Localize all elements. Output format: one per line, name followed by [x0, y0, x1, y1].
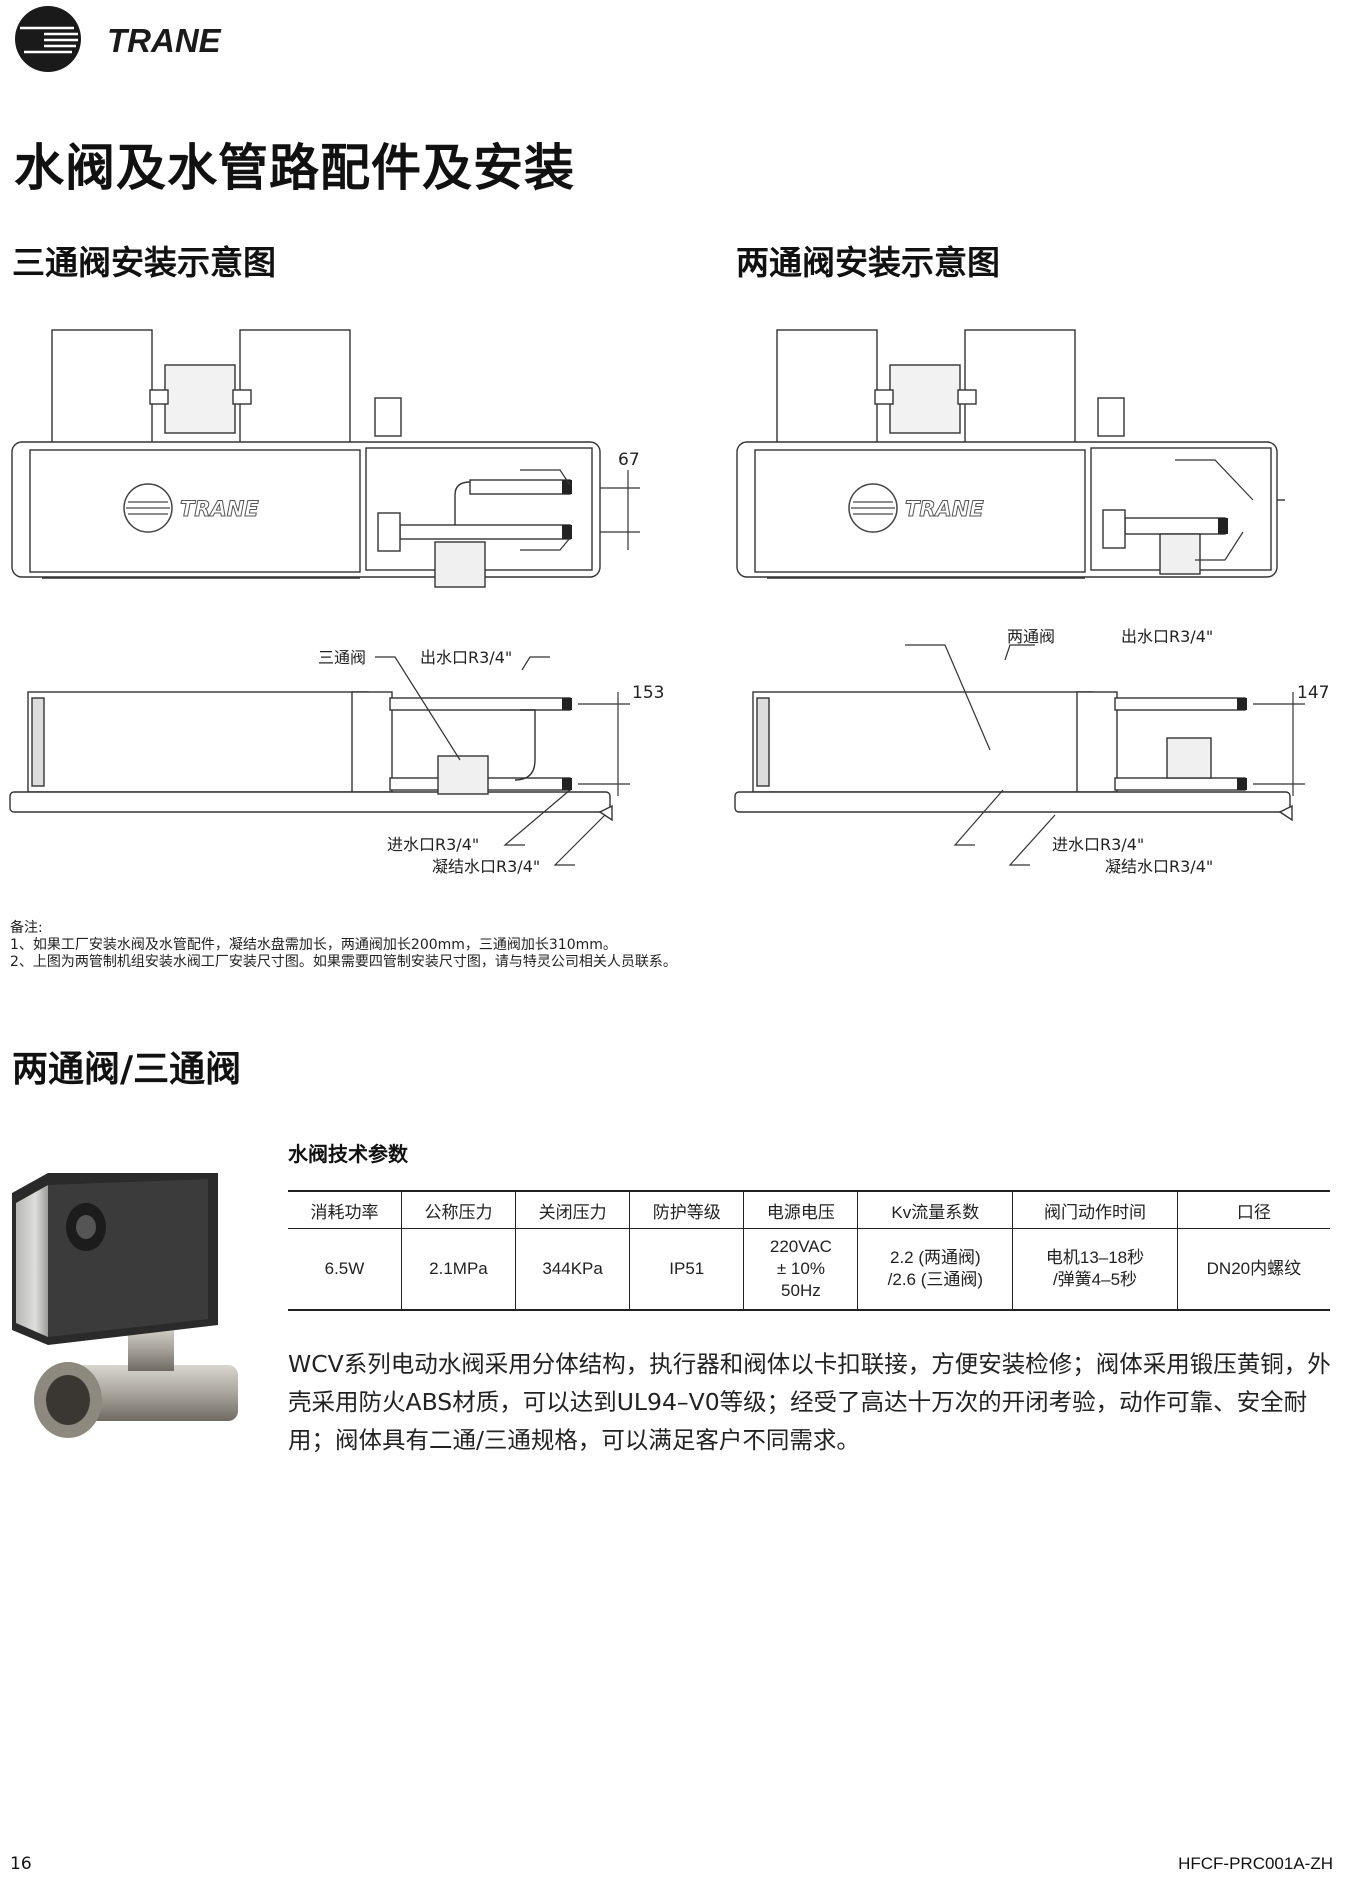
two-way-drain-label: 凝结水口R3/4"	[1105, 857, 1213, 876]
valve-section-heading: 两通阀/三通阀	[12, 1049, 242, 1090]
three-way-drain-label: 凝结水口R3/4"	[432, 857, 540, 876]
valve-photo	[8, 1165, 270, 1460]
table-cell: 2.2 (两通阀) /2.6 (三通阀)	[857, 1228, 1013, 1311]
three-way-heading: 三通阀安装示意图	[12, 243, 276, 282]
table-cell: 电机13–18秒 /弹簧4–5秒	[1012, 1228, 1178, 1311]
casing-logo-text: TRANE	[180, 497, 259, 521]
casing-logo-text-2: TRANE	[905, 497, 984, 521]
notes-title: 备注:	[10, 920, 43, 936]
table-cell: DN20内螺纹	[1176, 1228, 1330, 1311]
two-way-outlet-label: 出水口R3/4"	[1121, 627, 1213, 646]
document-code: HFCF-PRC001A-ZH	[1178, 1854, 1333, 1873]
column-header: 电源电压	[743, 1190, 858, 1229]
two-way-inlet-label: 进水口R3/4"	[1052, 835, 1144, 854]
spec-table-title: 水阀技术参数	[288, 1142, 408, 1166]
two-way-heading: 两通阀安装示意图	[736, 243, 1000, 282]
column-header: Kv流量系数	[857, 1190, 1013, 1229]
three-way-valve-label: 三通阀	[318, 648, 366, 667]
table-header-row: 消耗功率 公称压力 关闭压力 防护等级 电源电压 Kv流量系数 阀门动作时间 口…	[288, 1190, 1330, 1229]
three-way-top-dimension: 67	[618, 450, 640, 470]
column-header: 消耗功率	[288, 1190, 402, 1229]
spec-table: 消耗功率 公称压力 关闭压力 防护等级 电源电压 Kv流量系数 阀门动作时间 口…	[288, 1190, 1330, 1311]
table-cell: 220VAC ± 10% 50Hz	[743, 1228, 858, 1311]
table-cell: IP51	[629, 1228, 744, 1311]
column-header: 公称压力	[400, 1190, 516, 1229]
three-way-side-dimension: 153	[632, 683, 664, 703]
column-header: 阀门动作时间	[1012, 1190, 1178, 1229]
valve-description: WCV系列电动水阀采用分体结构，执行器和阀体以卡扣联接，方便安装检修；阀体采用锻…	[288, 1350, 1331, 1454]
three-way-diagram: TRANE 67	[0, 320, 664, 890]
trane-logo: TRANE	[8, 4, 308, 74]
table-cell: 2.1MPa	[400, 1228, 516, 1311]
three-way-inlet-label: 进水口R3/4"	[387, 835, 479, 854]
column-header: 防护等级	[629, 1190, 744, 1229]
brand-wordmark: TRANE	[107, 22, 222, 59]
three-way-outlet-label: 出水口R3/4"	[420, 648, 512, 667]
table-cell: 6.5W	[288, 1228, 402, 1311]
notes: 备注: 1、如果工厂安装水阀及水管配件，凝结水盘需加长，两通阀加长200mm，三…	[10, 920, 677, 971]
two-way-valve-label: 两通阀	[1007, 627, 1055, 646]
two-way-side-dimension: 147	[1297, 683, 1329, 703]
note-item: 1、如果工厂安装水阀及水管配件，凝结水盘需加长，两通阀加长200mm，三通阀加长…	[10, 937, 617, 953]
page-number: 16	[10, 1854, 32, 1874]
two-way-diagram: TRANE	[725, 320, 1345, 890]
column-header: 口径	[1176, 1190, 1330, 1229]
note-item: 2、上图为两管制机组安装水阀工厂安装尺寸图。如果需要四管制安装尺寸图，请与特灵公…	[10, 954, 677, 970]
page-title: 水阀及水管路配件及安装	[14, 139, 575, 197]
table-cell: 344KPa	[515, 1228, 630, 1311]
table-row: 6.5W 2.1MPa 344KPa IP51 220VAC ± 10% 50H…	[288, 1228, 1330, 1311]
column-header: 关闭压力	[515, 1190, 630, 1229]
